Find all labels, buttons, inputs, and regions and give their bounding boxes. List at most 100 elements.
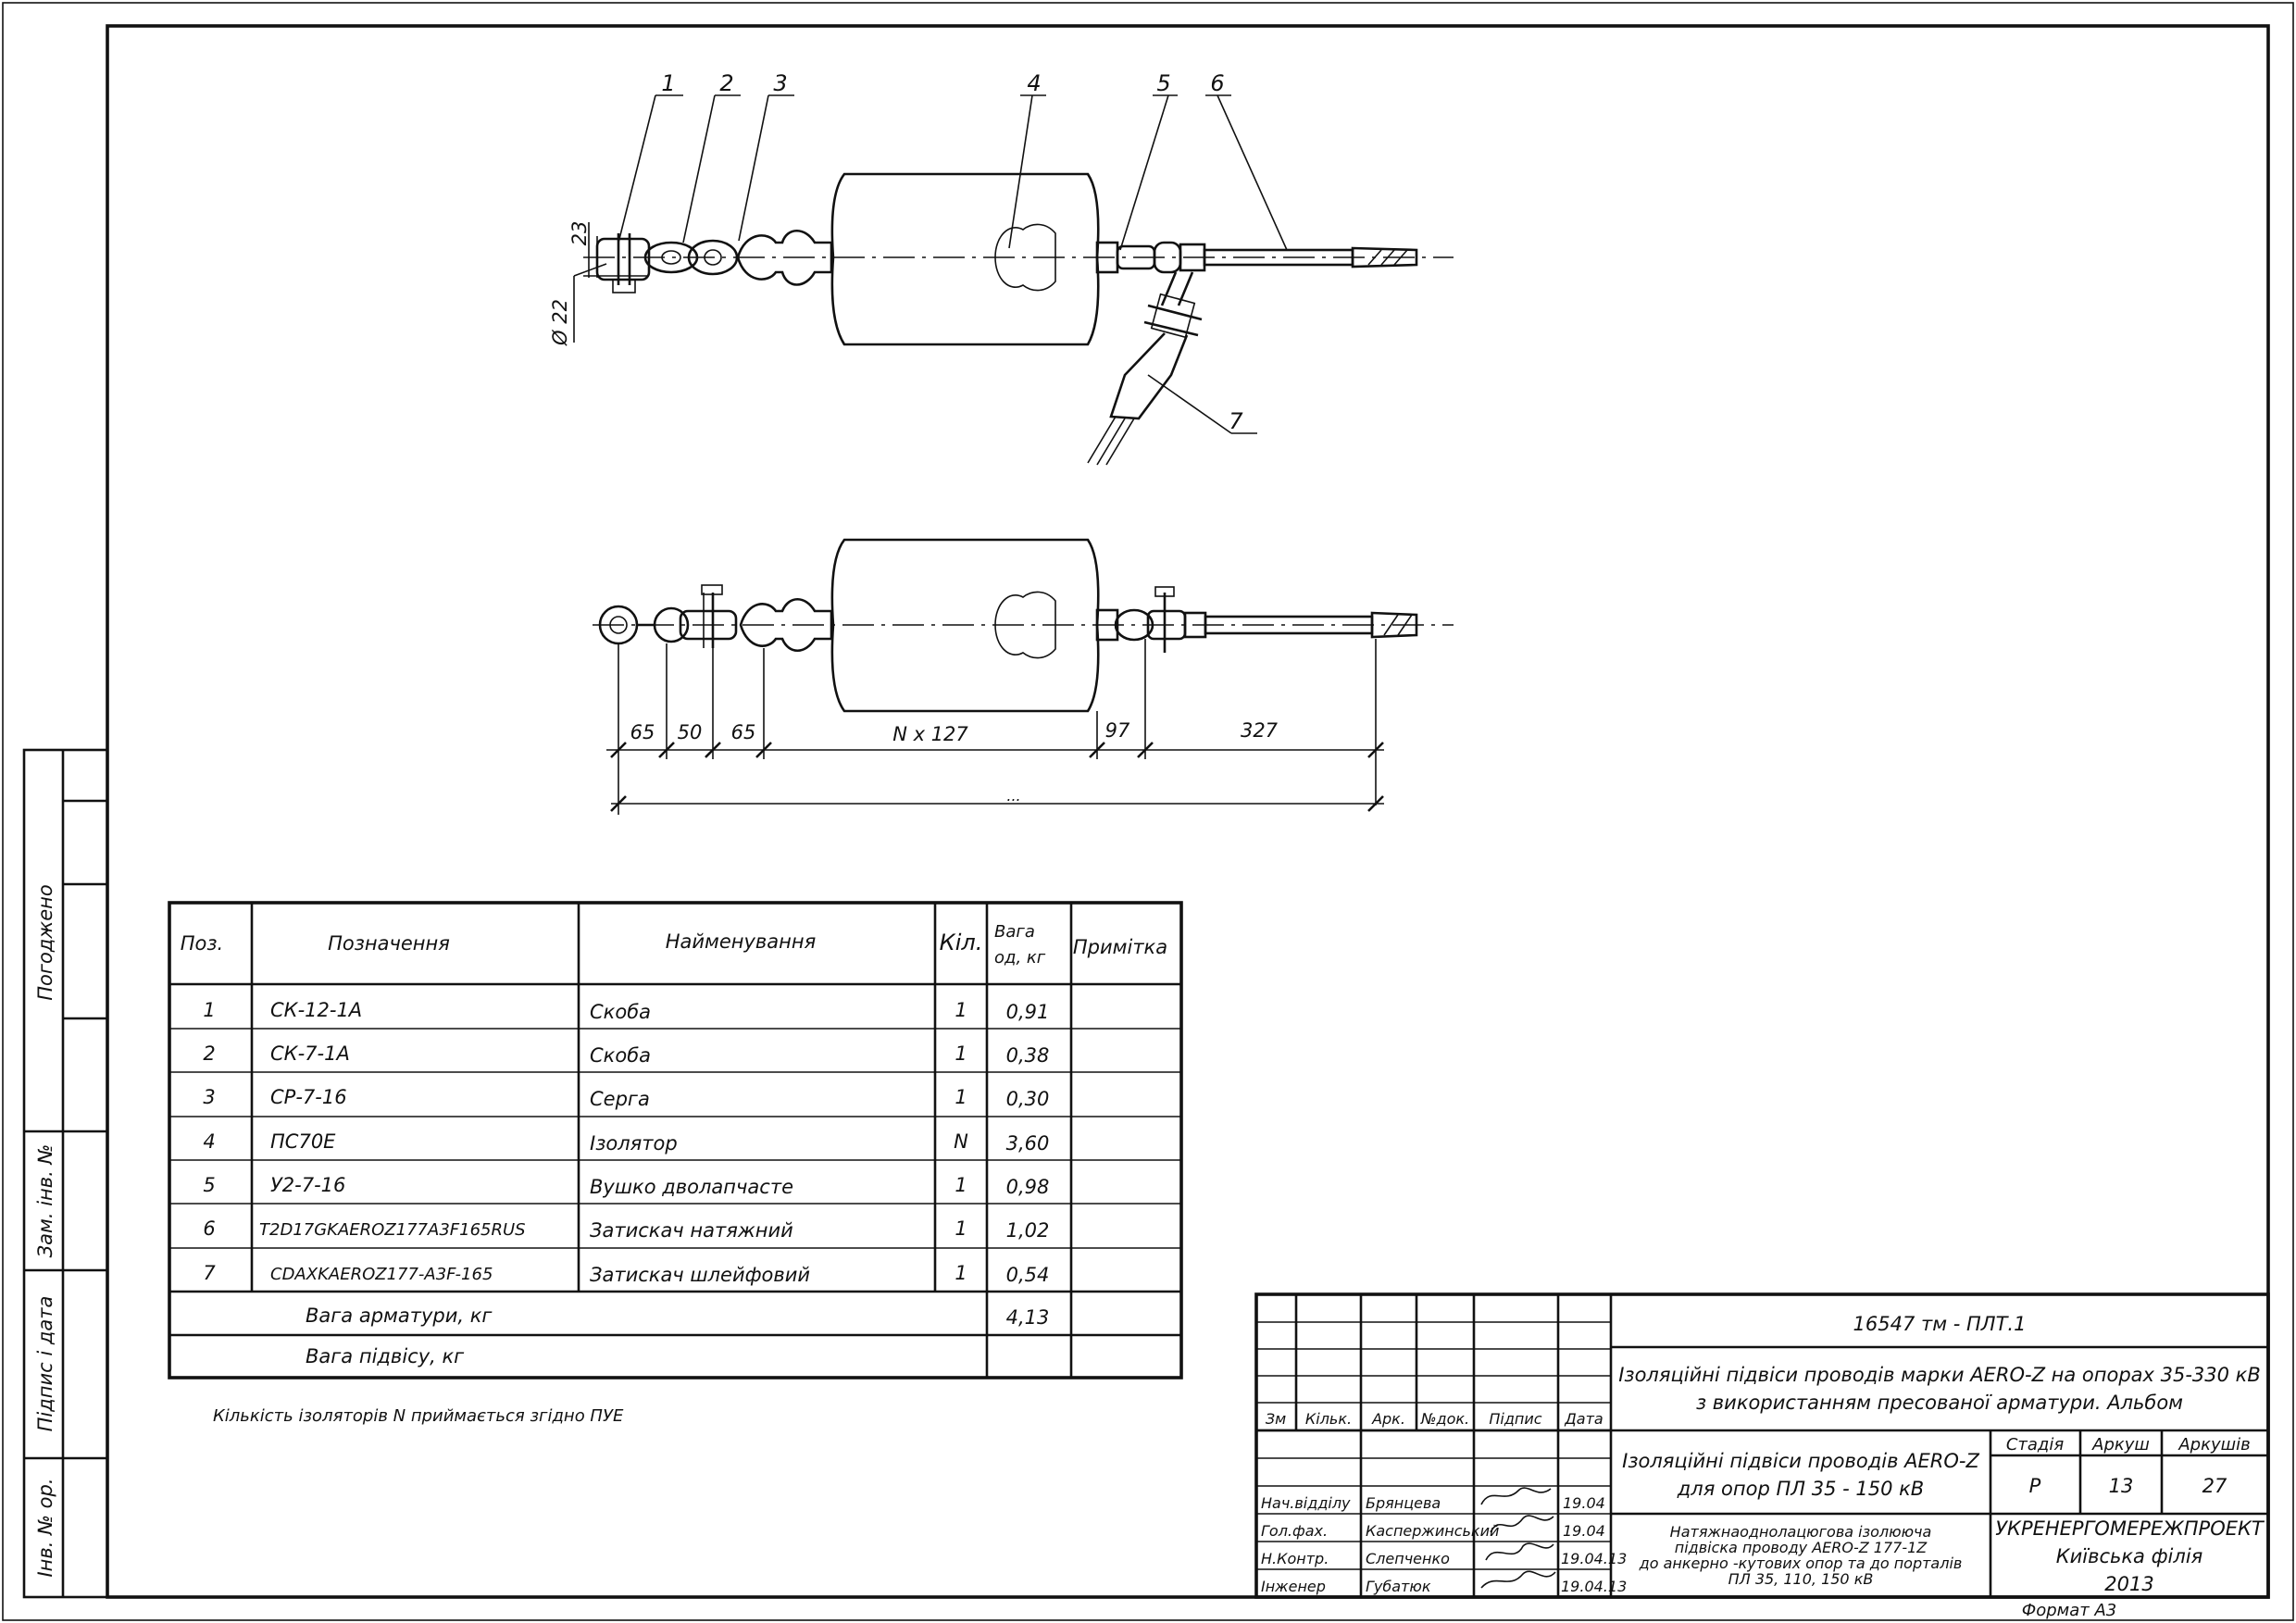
org-name: УКРЕНЕРГОМЕРЕЖПРОЕКТ (1995, 1517, 2265, 1540)
callout-2: 2 (719, 70, 733, 96)
table-row: 5 У2-7-16 Вушко дволапчасте 1 0,98 (203, 1174, 1049, 1198)
sheet-title-2: підвіска проводу AERO-Z 177-1Z (1675, 1539, 1928, 1556)
role: Гол.фах. (1261, 1522, 1328, 1540)
hdr-weight-2: од, кг (994, 948, 1046, 968)
row-designation: СК-12-1А (270, 999, 362, 1021)
fitting-weight-label: Вага арматури, кг (306, 1305, 493, 1327)
dim-total: ... (1006, 787, 1020, 805)
row-name: Вушко дволапчасте (590, 1176, 793, 1198)
footnote: Кількість ізоляторів N приймається згідн… (213, 1406, 624, 1426)
callout-1: 1 (661, 70, 675, 96)
dim-50: 50 (678, 721, 703, 743)
row-weight: 0,91 (1006, 1001, 1050, 1023)
sign-date: 19.04.13 (1561, 1578, 1627, 1595)
sign-date-label: Підпис і дата (34, 1296, 56, 1432)
callout-6: 6 (1210, 70, 1224, 96)
sign-date: 19.04 (1563, 1522, 1605, 1540)
sheet-title-3: до анкерно -кутових опор та до порталів (1639, 1554, 1963, 1572)
row-weight: 0,38 (1006, 1044, 1050, 1067)
dim-97: 97 (1105, 719, 1130, 742)
callout-3: 3 (773, 70, 787, 96)
row-name: Серга (590, 1088, 650, 1110)
row-pos: 4 (203, 1130, 215, 1153)
row-designation: ПС70Е (270, 1130, 336, 1153)
col-kilk: Кільк. (1305, 1410, 1352, 1428)
sign-date: 19.04 (1563, 1494, 1605, 1512)
role: Н.Контр. (1261, 1550, 1329, 1567)
format-label: Формат А3 (2022, 1601, 2117, 1620)
hdr-weight-1: Вага (994, 922, 1035, 942)
row-name: Ізолятор (590, 1132, 678, 1155)
dim-65-a: 65 (630, 721, 655, 743)
hdr-note: Примітка (1073, 936, 1167, 958)
row-name: Затискач шлейфовий (590, 1264, 810, 1286)
hdr-designation: Позначення (328, 932, 450, 955)
people-rows: Нач.відділу Брянцева 19.04 Гол.фах. Касп… (1261, 1494, 1627, 1595)
sheets-label: Аркушів (2177, 1435, 2250, 1454)
person-name: Слепченко (1366, 1550, 1450, 1567)
row-pos: 2 (203, 1042, 215, 1065)
row-qty: N (954, 1130, 968, 1153)
col-date: Дата (1564, 1410, 1603, 1428)
hdr-name: Найменування (666, 930, 817, 953)
org-branch: Київська філія (2056, 1545, 2203, 1567)
row-qty: 1 (955, 1042, 967, 1065)
row-designation: СК-7-1А (270, 1042, 350, 1065)
dim-65-b: 65 (731, 721, 756, 743)
inv-orig-label: Інв. № ор. (34, 1478, 56, 1577)
row-weight: 0,30 (1006, 1088, 1050, 1110)
row-qty: 1 (955, 1217, 967, 1240)
col-ndoc: №док. (1420, 1410, 1469, 1428)
hdr-pos: Поз. (181, 932, 223, 955)
section-title-2: для опор ПЛ 35 - 150 кВ (1677, 1478, 1924, 1500)
sign-date: 19.04.13 (1561, 1550, 1627, 1567)
agreed-label: Погоджено (34, 884, 56, 1000)
row-qty: 1 (955, 999, 967, 1021)
table-row: 7 CDAXKAEROZ177-A3F-165 Затискач шлейфов… (203, 1262, 1049, 1286)
row-designation: СР-7-16 (270, 1086, 347, 1108)
sheet-label: Аркуш (2091, 1435, 2150, 1454)
row-pos: 7 (203, 1262, 216, 1284)
row-weight: 0,54 (1006, 1264, 1050, 1286)
org-year: 2013 (2104, 1573, 2153, 1595)
col-zm: Зм (1266, 1410, 1286, 1428)
dim-23: 23 (568, 221, 591, 246)
callout-5: 5 (1156, 70, 1170, 96)
table-row: 3 СР-7-16 Серга 1 0,30 (203, 1086, 1049, 1110)
col-ark: Арк. (1371, 1410, 1405, 1428)
col-sign: Підпис (1489, 1410, 1541, 1428)
callout-7: 7 (1229, 408, 1243, 434)
row-weight: 0,98 (1006, 1176, 1050, 1198)
row-designation: У2-7-16 (270, 1174, 345, 1196)
sheet-title-4: ПЛ 35, 110, 150 кВ (1728, 1570, 1874, 1588)
suspension-weight-label: Вага підвісу, кг (306, 1345, 465, 1367)
row-designation: CDAXKAEROZ177-A3F-165 (270, 1265, 493, 1284)
album-title-1: Ізоляційні підвіси проводів марки AERO-Z… (1618, 1364, 2261, 1386)
role: Нач.відділу (1261, 1494, 1351, 1512)
dim-327: 327 (1241, 719, 1279, 742)
person-name: Брянцева (1366, 1494, 1441, 1512)
fitting-weight-value: 4,13 (1006, 1306, 1050, 1329)
table-row: 4 ПС70Е Ізолятор N 3,60 (203, 1130, 1049, 1155)
dim-n127: N x 127 (892, 723, 968, 745)
row-name: Скоба (590, 1001, 651, 1023)
row-qty: 1 (955, 1086, 967, 1108)
table-row: 1 СК-12-1А Скоба 1 0,91 (203, 999, 1049, 1023)
row-weight: 3,60 (1006, 1132, 1050, 1155)
left-strip: Погоджено Зам. інв. № Підпис і дата Інв.… (22, 748, 109, 1599)
table-row: 6 T2D17GKAEROZ177A3F165RUS Затискач натя… (203, 1217, 1049, 1242)
album-title-2: з використанням пресованої арматури. Аль… (1696, 1392, 2183, 1414)
sheets-value: 27 (2202, 1475, 2227, 1497)
row-name: Затискач натяжний (590, 1219, 793, 1242)
signature-marks (1480, 1487, 1556, 1589)
spec-table: Поз. Позначення Найменування Кіл. Вага о… (168, 901, 1183, 1380)
table-row: 2 СК-7-1А Скоба 1 0,38 (203, 1042, 1049, 1067)
stage-value: Р (2029, 1475, 2041, 1497)
assembly-side-view: 65 50 65 N x 127 97 327 ... (593, 538, 1454, 815)
hdr-qty: Кіл. (940, 930, 983, 955)
person-name: Губатюк (1366, 1578, 1431, 1595)
row-name: Скоба (590, 1044, 651, 1067)
dim-d22: Ø 22 (549, 299, 571, 346)
